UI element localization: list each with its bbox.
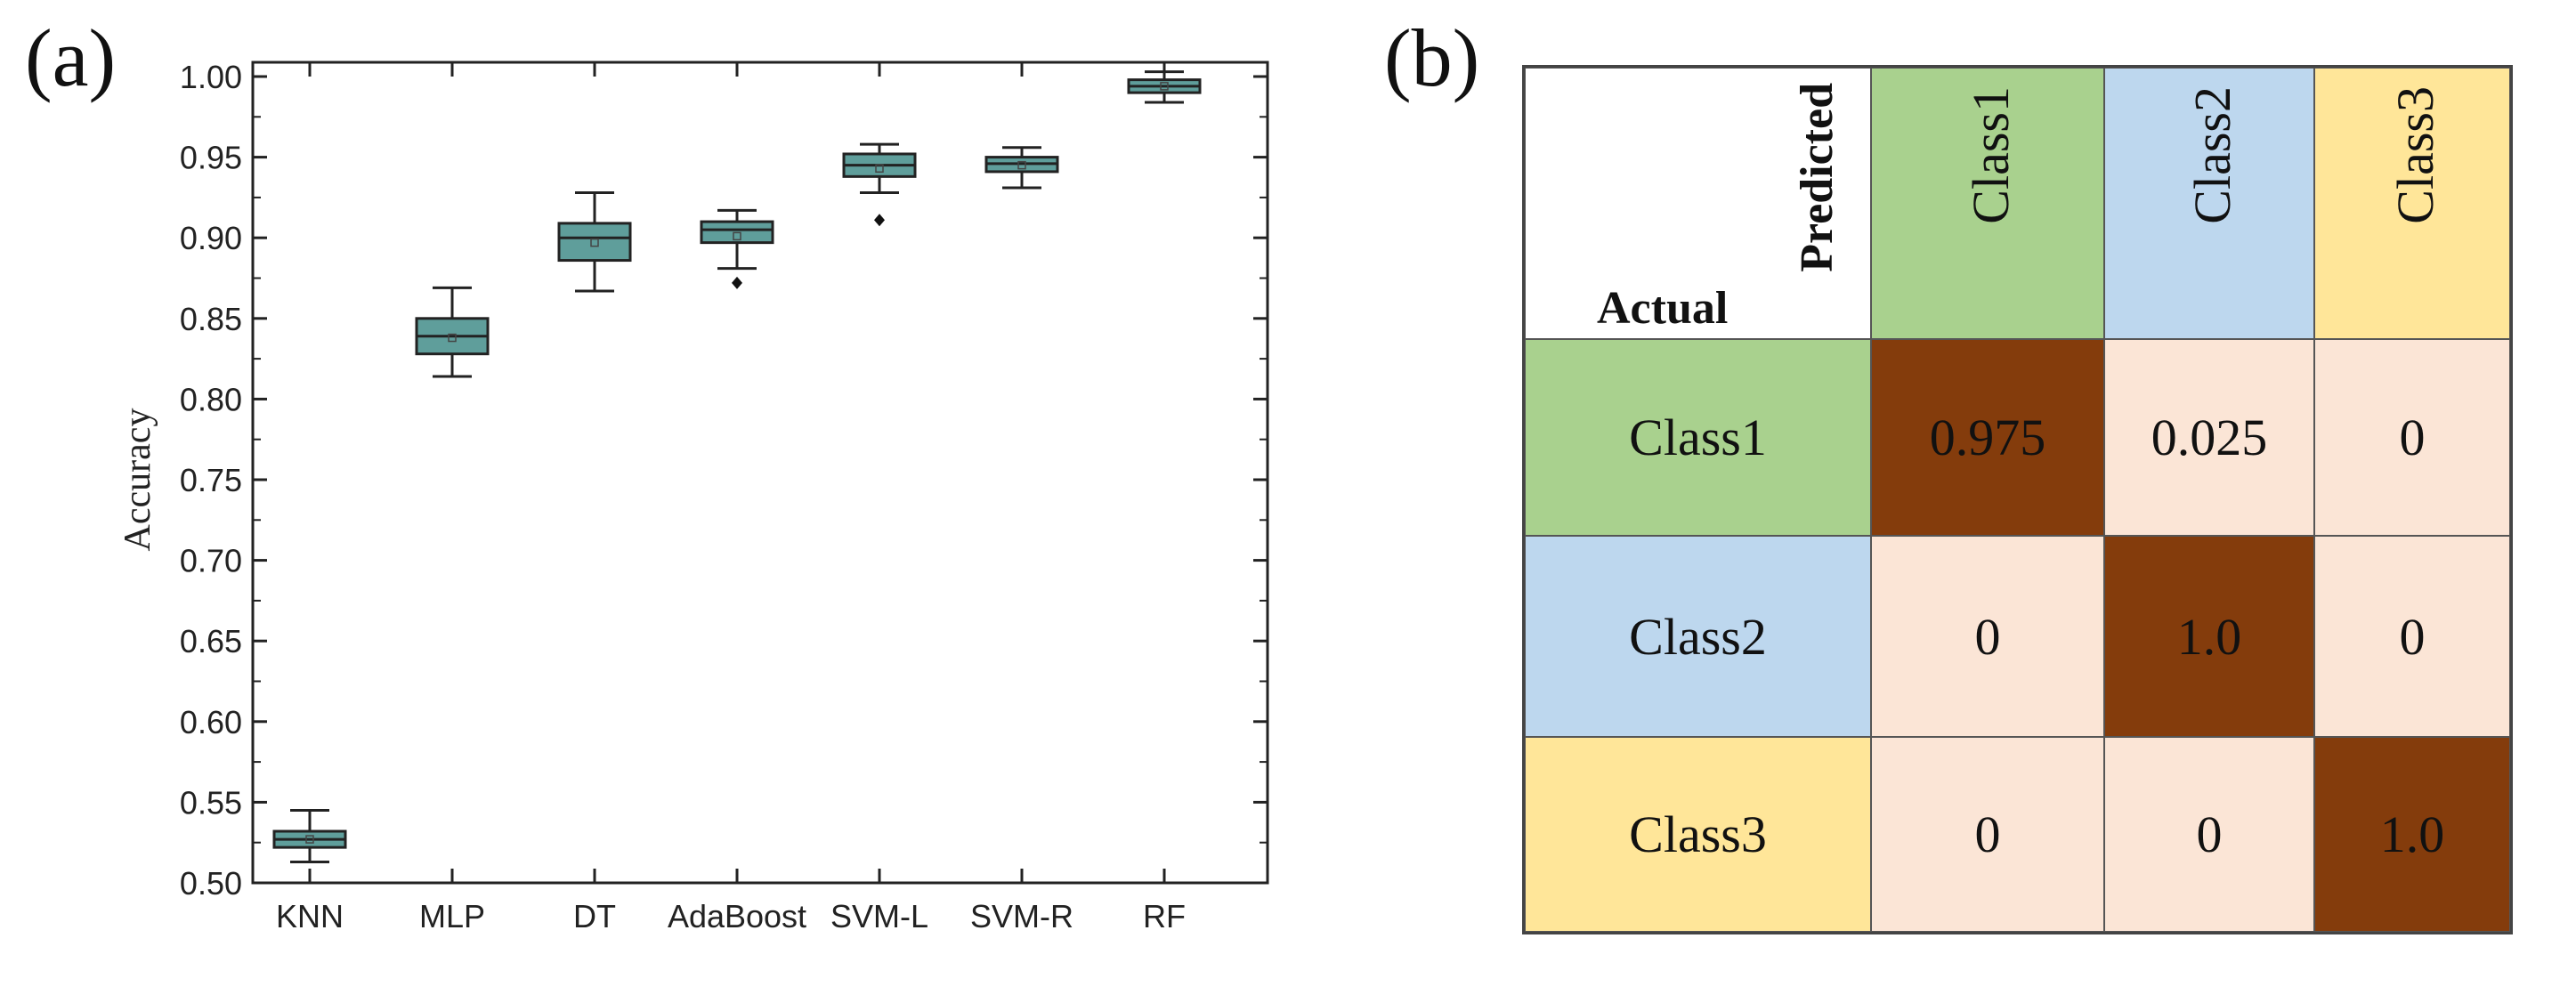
row-header-class1: Class1 <box>1525 339 1871 536</box>
matrix-cell: 1.0 <box>2104 536 2314 737</box>
x-tick-label-svm-l: SVM-L <box>830 898 928 934</box>
x-tick-label-svm-r: SVM-R <box>970 898 1073 934</box>
mean-marker <box>1017 160 1026 170</box>
col-header-label: Class2 <box>2183 86 2241 224</box>
matrix-cell: 0.975 <box>1871 339 2104 536</box>
y-tick-label: 0.70 <box>180 543 242 579</box>
outlier-point <box>874 214 885 227</box>
y-tick-label: 0.95 <box>180 140 242 176</box>
y-tick-label: 0.85 <box>180 301 242 337</box>
y-tick-label: 0.80 <box>180 381 242 417</box>
accuracy-boxplot: Accuracy 0.50 0.55 0.60 0.65 0.70 0.75 0.80 0.8… <box>117 59 1269 934</box>
mean-marker <box>1160 82 1169 91</box>
y-tick-label: 0.50 <box>180 865 242 902</box>
y-tick-label: 0.65 <box>180 623 242 659</box>
col-header-label: Class3 <box>2386 86 2444 224</box>
outlier-point <box>732 276 742 289</box>
col-header-class3: Class3 <box>2314 68 2510 339</box>
panel-label-a: (a) <box>25 12 117 103</box>
row-header-class2: Class2 <box>1525 536 1871 737</box>
x-tick-label-adaboost: AdaBoost <box>668 898 806 934</box>
mean-marker <box>305 835 314 844</box>
x-tick-label-dt: DT <box>573 898 616 934</box>
matrix-cell: 0.025 <box>2104 339 2314 536</box>
predicted-label: Predicted <box>1792 83 1843 272</box>
y-tick-label: 0.75 <box>180 462 242 498</box>
mean-marker <box>590 238 599 247</box>
y-tick-label: 0.90 <box>180 220 242 256</box>
y-axis-label: Accuracy <box>117 409 158 552</box>
y-tick-label: 0.55 <box>180 784 242 821</box>
row-header-class3: Class3 <box>1525 737 1871 932</box>
mean-marker <box>448 333 457 343</box>
x-tick-label-mlp: MLP <box>419 898 485 934</box>
x-tick-label-rf: RF <box>1143 898 1186 934</box>
matrix-cell: 0 <box>2314 536 2510 737</box>
mean-marker <box>733 231 741 241</box>
plot-frame <box>251 61 1269 885</box>
matrix-cell: 0 <box>1871 737 2104 932</box>
box-dt <box>557 222 632 263</box>
panel-label-b: (b) <box>1384 12 1480 103</box>
matrix-cell: 0 <box>2104 737 2314 932</box>
mean-marker <box>875 164 884 174</box>
matrix-cell: 0 <box>1871 536 2104 737</box>
col-header-label: Class1 <box>1962 86 2020 224</box>
col-header-class1: Class1 <box>1871 68 2104 339</box>
x-tick-label-knn: KNN <box>276 898 344 934</box>
col-header-class2: Class2 <box>2104 68 2314 339</box>
y-tick-label: 1.00 <box>180 59 242 95</box>
actual-label: Actual <box>1597 283 1729 334</box>
y-tick-label: 0.60 <box>180 704 242 740</box>
matrix-cell: 0 <box>2314 339 2510 536</box>
matrix-cell: 1.0 <box>2314 737 2510 932</box>
